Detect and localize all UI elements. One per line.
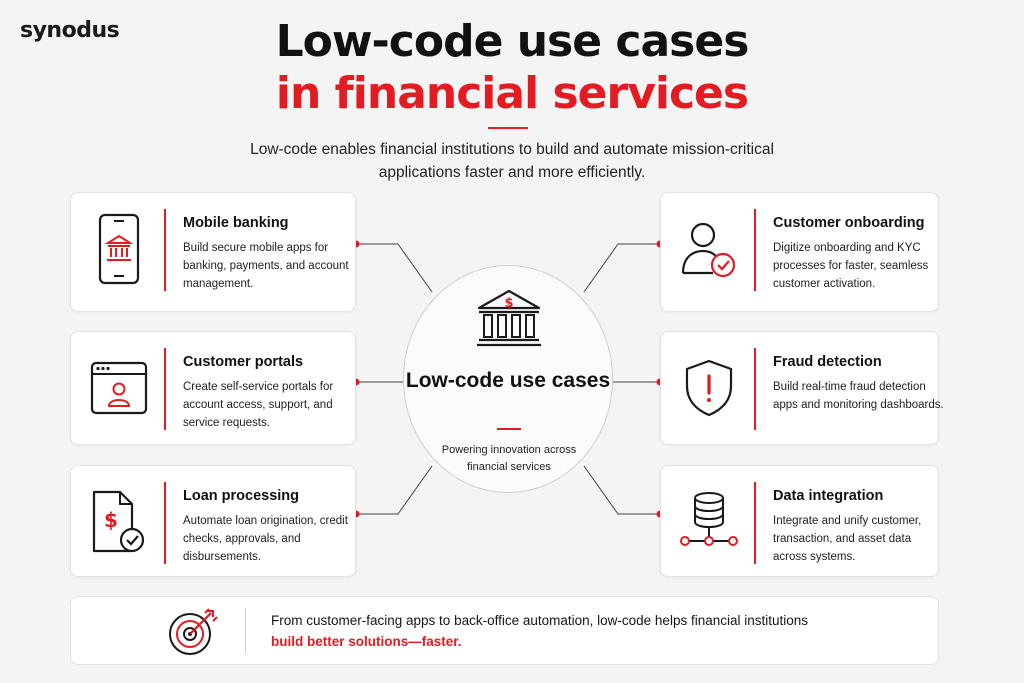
database-network-icon	[677, 480, 741, 564]
card-description: Automate loan origination, credit checks…	[183, 515, 348, 563]
footer-text: From customer-facing apps to back-office…	[271, 610, 831, 652]
card-title: Customer onboarding	[773, 215, 925, 231]
footer-highlight: build better solutions—faster.	[271, 634, 462, 649]
card-title: Fraud detection	[773, 354, 882, 370]
card-description: Build secure mobile apps for banking, pa…	[183, 242, 349, 290]
card-fraud-detection: Fraud detection Build real-time fraud de…	[660, 331, 944, 445]
card-title: Data integration	[773, 488, 884, 504]
card-title: Mobile banking	[183, 215, 289, 231]
footer-divider	[245, 609, 246, 653]
target-arrow-icon	[167, 607, 219, 662]
card-divider	[164, 482, 166, 564]
bank-dollar-icon: $	[475, 286, 543, 355]
card-loan-processing: $ Loan processing Automate loan originat…	[70, 465, 356, 577]
document-dollar-check-icon: $	[87, 480, 151, 564]
card-customer-portals: Customer portals Create self-service por…	[70, 331, 356, 445]
center-hub: $ Low-code use cases Powering innovation…	[403, 265, 613, 493]
card-divider	[164, 209, 166, 291]
footer-text-main: From customer-facing apps to back-office…	[271, 613, 809, 628]
center-description: Powering innovation across financial ser…	[441, 444, 577, 473]
connector-customer-onboarding	[583, 243, 660, 293]
card-description: Digitize onboarding and KYC processes fo…	[773, 242, 929, 290]
card-divider	[754, 348, 756, 430]
card-data-integration: Data integration Integrate and unify cus…	[660, 465, 939, 577]
card-title: Customer portals	[183, 354, 304, 370]
title-divider	[488, 127, 528, 129]
page-title-line2: in financial services	[275, 68, 749, 119]
footer-banner: From customer-facing apps to back-office…	[70, 596, 939, 665]
card-divider	[164, 348, 166, 430]
center-title: Low-code use cases	[405, 369, 611, 392]
connector-loan-processing	[356, 465, 433, 515]
card-customer-onboarding: Customer onboarding Digitize onboarding …	[660, 192, 939, 312]
card-description: Integrate and unify customer, transactio…	[773, 515, 922, 563]
connector-data-integration	[583, 465, 660, 515]
center-divider	[497, 428, 521, 430]
page-title-line1: Low-code use cases	[275, 16, 750, 67]
page-subtitle: Low-code enables financial institutions …	[250, 141, 774, 181]
connector-mobile-banking	[356, 243, 433, 293]
smartphone-bank-icon	[87, 207, 151, 291]
user-check-icon	[677, 207, 741, 291]
card-divider	[754, 209, 756, 291]
card-divider	[754, 482, 756, 564]
card-mobile-banking: Mobile banking Build secure mobile apps …	[70, 192, 356, 312]
browser-user-icon	[87, 346, 151, 430]
brand-logo: synodus	[20, 18, 120, 43]
card-title: Loan processing	[183, 488, 300, 504]
svg-text:$: $	[504, 296, 513, 311]
card-description: Build real-time fraud detection apps and…	[773, 381, 944, 411]
card-description: Create self-service portals for account …	[183, 381, 334, 429]
shield-alert-icon	[677, 346, 741, 430]
svg-text:$: $	[104, 508, 118, 532]
